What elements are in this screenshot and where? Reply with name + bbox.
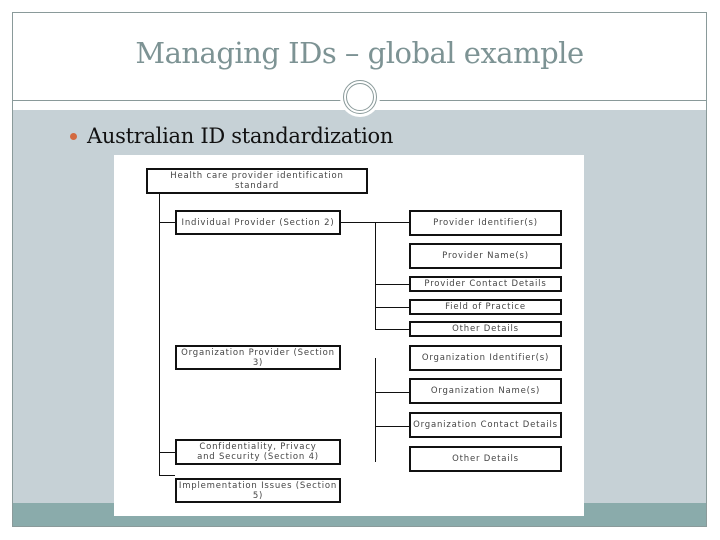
detail-organization-contact: Organization Contact Details xyxy=(409,412,562,438)
section-label: Individual Provider (Section 2) xyxy=(181,217,335,228)
connector xyxy=(375,426,409,427)
detail-organization-identifiers: Organization Identifier(s) xyxy=(409,345,562,371)
connector xyxy=(341,222,375,223)
detail-provider-contact: Provider Contact Details xyxy=(409,276,562,292)
individual-bus xyxy=(375,222,376,330)
detail-other-individual: Other Details xyxy=(409,321,562,337)
connector xyxy=(375,222,409,223)
detail-label: Provider Contact Details xyxy=(424,279,547,289)
section-organization-provider: Organization Provider (Section 3) xyxy=(175,345,341,370)
detail-other-organization: Other Details xyxy=(409,446,562,472)
detail-organization-names: Organization Name(s) xyxy=(409,378,562,404)
detail-label: Organization Identifier(s) xyxy=(421,353,550,363)
section-implementation: Implementation Issues (Section 5) xyxy=(175,478,341,503)
bullet-item: Australian ID standardization xyxy=(70,124,393,148)
detail-field-of-practice: Field of Practice xyxy=(409,299,562,315)
detail-label: Other Details xyxy=(452,324,519,334)
circle-ornament-icon xyxy=(343,80,377,114)
connector xyxy=(375,392,409,393)
left-spine xyxy=(159,194,160,476)
section-label: Implementation Issues (Section 5) xyxy=(178,480,338,501)
section-label: Confidentiality, Privacy and Security (S… xyxy=(197,442,319,462)
section-individual-provider: Individual Provider (Section 2) xyxy=(175,210,341,235)
bullet-text: Australian ID standardization xyxy=(87,124,394,148)
detail-provider-names: Provider Name(s) xyxy=(409,243,562,269)
detail-label: Field of Practice xyxy=(445,302,526,312)
detail-label: Organization Contact Details xyxy=(413,420,558,430)
connector xyxy=(159,452,175,453)
section-label: Organization Provider (Section 3) xyxy=(181,347,335,368)
connector xyxy=(159,475,175,476)
detail-label: Provider Identifier(s) xyxy=(433,218,538,228)
bullet-dot-icon xyxy=(70,132,77,140)
organization-bus xyxy=(375,358,376,462)
slide-title: Managing IDs – global example xyxy=(135,36,584,70)
root-label: Health care provider identification stan… xyxy=(170,171,344,191)
detail-label: Provider Name(s) xyxy=(442,251,529,261)
root-box: Health care provider identification stan… xyxy=(146,168,368,194)
detail-provider-identifiers: Provider Identifier(s) xyxy=(409,210,562,236)
detail-label: Organization Name(s) xyxy=(430,386,541,396)
connector xyxy=(375,329,409,330)
connector xyxy=(159,222,175,223)
connector xyxy=(375,307,409,308)
section-confidentiality: Confidentiality, Privacy and Security (S… xyxy=(175,439,341,465)
detail-label: Other Details xyxy=(452,454,519,464)
diagram-image: Health care provider identification stan… xyxy=(114,155,584,516)
connector xyxy=(375,284,409,285)
